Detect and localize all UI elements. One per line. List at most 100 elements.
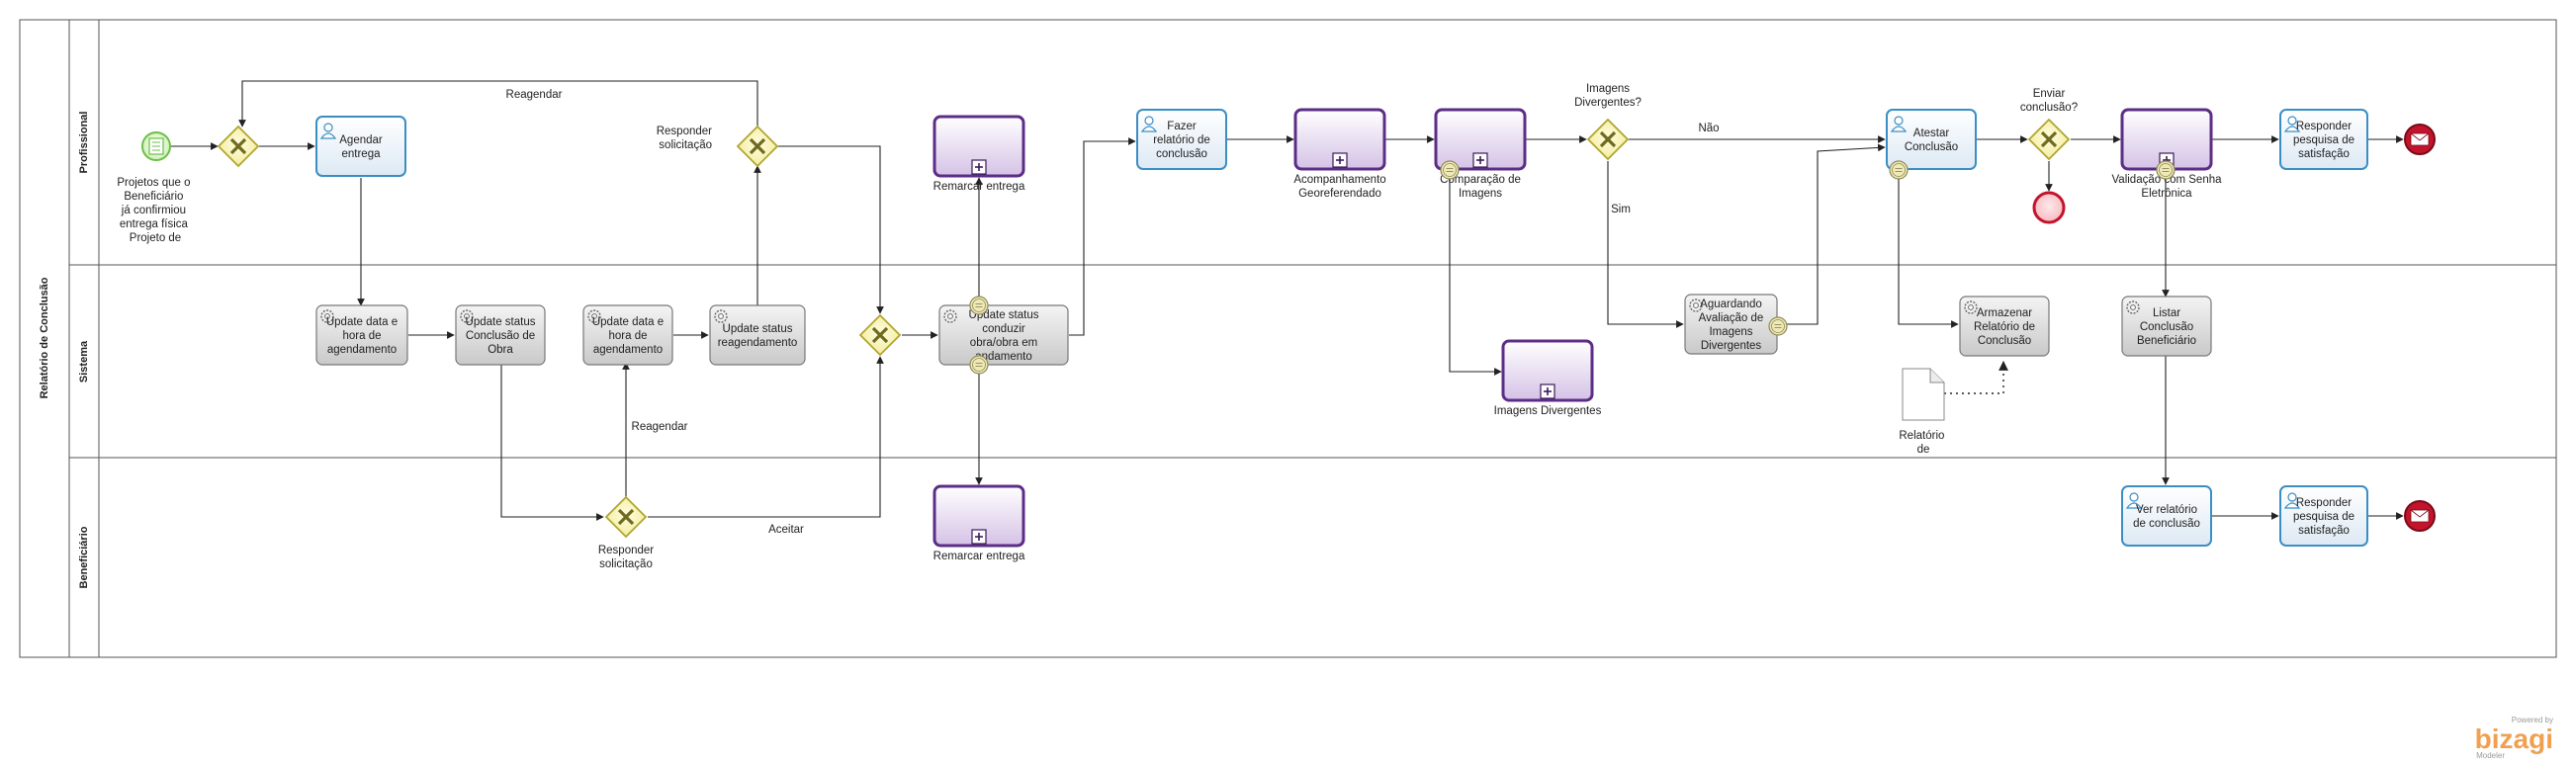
flow-gw2-to-gw3[interactable]: [777, 145, 884, 314]
exclusive-x-icon: [1599, 130, 1617, 148]
task-update-status-reagendamento[interactable]: Update status reagendamento: [709, 304, 806, 366]
gear-icon: [943, 309, 957, 323]
subprocess-remarcar-entrega-top-label-line: Remarcar entrega: [933, 181, 1025, 193]
gear-icon: [587, 309, 601, 323]
gateway-enviar-conclusao-label-line: conclusão?: [2020, 102, 2078, 114]
task-responder-pesquisa-prof-label-line: pesquisa de: [2293, 134, 2354, 146]
flow-label-aceitar: Aceitar: [768, 524, 804, 536]
subprocess-remarcar-entrega-bottom-label: Remarcar entrega: [933, 551, 1025, 562]
user-icon: [2283, 116, 2301, 132]
user-icon: [319, 123, 337, 139]
task-listar-conclusao-label-line: Listar: [2153, 307, 2180, 319]
end-event-message-prof[interactable]: [2404, 124, 2436, 155]
boundary-update3-bottom[interactable]: [969, 355, 989, 375]
gateway-merge[interactable]: [858, 313, 902, 357]
subprocess-remarcar-entrega-bottom[interactable]: Remarcar entrega: [933, 484, 1025, 562]
task-responder-pesquisa-benef-label-line: Responder: [2296, 497, 2352, 509]
flow-update3-to-relatorio[interactable]: [1069, 137, 1136, 336]
flow-aguardando-to-atestar[interactable]: [1778, 143, 1886, 325]
end-event-message-benef[interactable]: [2404, 500, 2436, 532]
subprocess-imagens-divergentes-label-line: Imagens Divergentes: [1494, 405, 1602, 417]
boundary-update3-top[interactable]: [969, 296, 989, 315]
expand-icon: [971, 529, 987, 545]
data-object-label: Relatório de: [1899, 430, 1947, 456]
subprocess-remarcar-entrega-top[interactable]: Remarcar entrega: [933, 115, 1025, 193]
data-object-relatorio[interactable]: [1902, 368, 1945, 421]
gateway-responder-solicitacao-prof-label-line: solicitação: [659, 139, 712, 151]
task-update-status-conclusao-obra-label-line: Update status: [466, 316, 536, 328]
boundary-validacao[interactable]: [2156, 160, 2176, 180]
sequence-flows: [171, 80, 2404, 521]
pool-title: Relatório de Conclusão: [39, 277, 50, 398]
flow-labels: Reagendar Não Sim Reagendar Aceitar: [506, 89, 1720, 536]
gear-icon: [320, 309, 334, 323]
flow-gw4-sim[interactable]: [1607, 161, 1684, 328]
start-event-label-line: Projeto de: [130, 232, 181, 244]
task-update-agendamento-1-label-line: hora de: [342, 330, 381, 342]
task-update-agendamento-2-label-line: Update data e: [592, 316, 664, 328]
subprocess-remarcar-entrega-top-label: Remarcar entrega: [933, 181, 1025, 193]
task-update-agendamento-2-label-line: agendamento: [593, 344, 663, 356]
start-event-label-line: entrega física: [120, 218, 189, 230]
task-atestar-conclusao-label-line: Atestar: [1913, 128, 1950, 139]
end-event-plain[interactable]: [2032, 191, 2066, 224]
task-armazenar-relatorio-label-line: Armazenar: [1977, 307, 2032, 319]
exclusive-x-icon: [749, 137, 766, 155]
start-event[interactable]: [141, 131, 171, 161]
association-artifact[interactable]: [1944, 361, 2008, 394]
flow-reagendar-loop[interactable]: [238, 80, 758, 128]
boundary-comparacao[interactable]: [1440, 160, 1460, 180]
boundary-atestar[interactable]: [1889, 160, 1909, 180]
gateway-agendar[interactable]: [217, 125, 260, 168]
flow-atestar-to-armazenar[interactable]: [1898, 173, 1959, 328]
gear-icon: [714, 309, 728, 323]
task-update-status-reagendamento-label-line: reagendamento: [718, 337, 798, 349]
task-responder-pesquisa-prof-label-line: satisfação: [2298, 148, 2350, 160]
expand-icon: [1540, 384, 1555, 399]
task-ver-relatorio-label-line: de conclusão: [2133, 518, 2200, 530]
gateway-responder-solicitacao-benef-label-line: Responder: [598, 545, 654, 556]
flow-status-to-gw-benef[interactable]: [500, 365, 604, 521]
task-fazer-relatorio-label-line: Fazer: [1167, 121, 1197, 132]
expand-icon: [1332, 152, 1348, 168]
lane-beneficiario-label: Beneficiário: [78, 526, 90, 588]
boundary-aguardando[interactable]: [1768, 316, 1788, 336]
gear-icon: [460, 309, 474, 323]
flow-comp-to-imgdiv[interactable]: [1449, 173, 1502, 376]
flow-gwb-to-gw3[interactable]: [648, 356, 884, 518]
subprocess-imagens-divergentes-label: Imagens Divergentes: [1494, 405, 1602, 417]
task-update-agendamento-1-label-line: Update data e: [326, 316, 398, 328]
data-object-label-line: de: [1917, 444, 1930, 456]
subprocess-imagens-divergentes[interactable]: Imagens Divergentes: [1494, 339, 1602, 417]
task-update-status-reagendamento-label-line: Update status: [723, 323, 793, 335]
